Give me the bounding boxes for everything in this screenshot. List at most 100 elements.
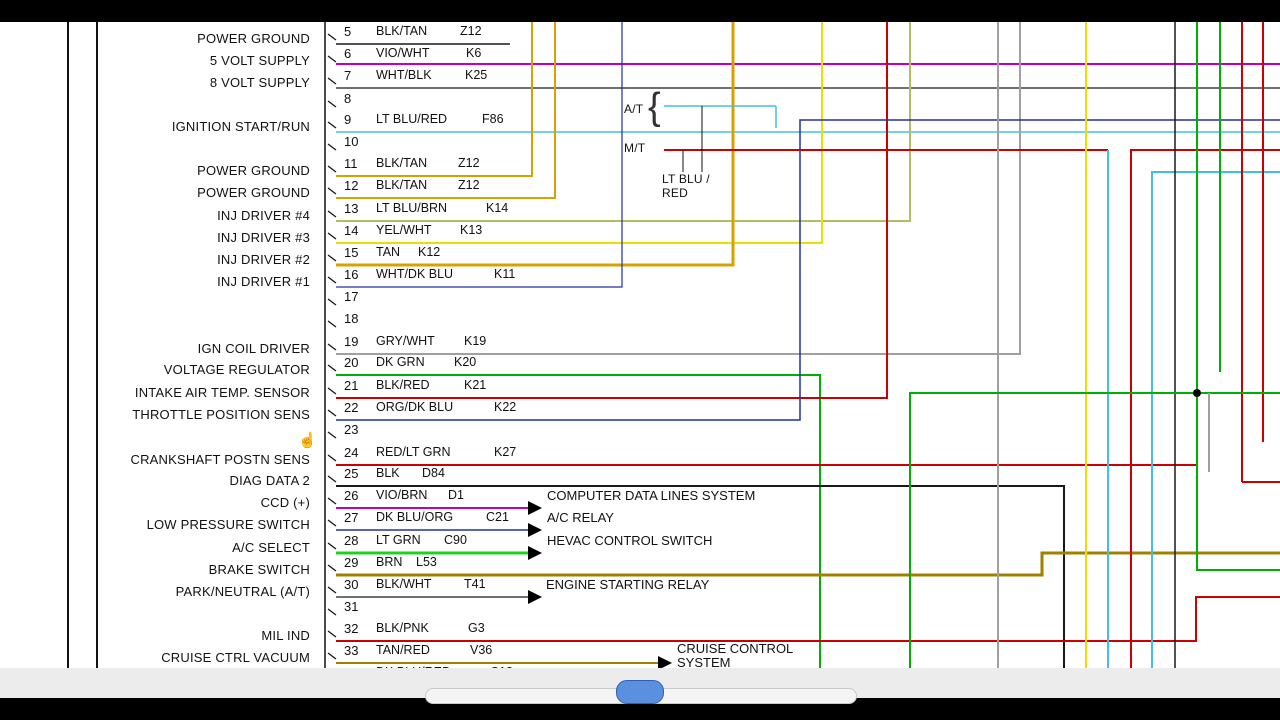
pin-bracket (327, 652, 337, 660)
pin-bracket (327, 409, 337, 417)
pin-number: 28 (344, 533, 359, 548)
circuit-code-label: K21 (464, 378, 487, 392)
pin-bracket (327, 100, 337, 108)
wire-13 (336, 22, 911, 222)
function-label: PARK/NEUTRAL (A/T) (175, 584, 310, 599)
wire-color-label: LT BLU/BRN (376, 201, 448, 215)
function-label: 5 VOLT SUPPLY (209, 53, 310, 68)
wire-16 (336, 22, 623, 288)
pin-bracket (327, 542, 337, 550)
pin-bracket (327, 187, 337, 195)
circuit-code-label: K14 (486, 201, 509, 215)
hand-cursor-icon: ☝ (298, 432, 317, 449)
pin-number: 20 (344, 355, 359, 370)
circuit-code-label: K27 (494, 445, 517, 459)
wire-color-label: TAN/RED (376, 643, 430, 657)
wire-color-label: RED/LT GRN (376, 445, 451, 459)
function-label: IGNITION START/RUN (171, 119, 310, 134)
function-label: POWER GROUND (197, 31, 310, 46)
arrow-icon (528, 501, 542, 515)
wire-21 (336, 22, 888, 399)
pin-bracket (327, 431, 337, 439)
wire-color-label: ORG/DK BLU (376, 400, 454, 414)
circuit-code-label: T41 (464, 577, 486, 591)
destination-label: CRUISE CONTROL (677, 641, 794, 656)
pin-number: 9 (344, 112, 352, 127)
pin-bracket (327, 55, 337, 63)
function-label: CCD (+) (260, 495, 310, 510)
function-label: POWER GROUND (197, 163, 310, 178)
pin-number: 12 (344, 178, 359, 193)
pin-number: 27 (344, 510, 359, 525)
circuit-code-label: L53 (416, 555, 437, 569)
pin-number: 22 (344, 400, 359, 415)
arrow-icon (528, 590, 542, 604)
pin-bracket (327, 254, 337, 262)
wire-22 (336, 119, 1280, 421)
destination-label: HEVAC CONTROL SWITCH (547, 533, 713, 548)
ltblu-red-label-2: RED (662, 186, 688, 200)
wire-color-label: YEL/WHT (376, 223, 432, 237)
wire-color-label: BLK/RED (376, 378, 430, 392)
splice-dot (1193, 389, 1201, 397)
pin-number: 5 (344, 24, 352, 39)
pin-number: 30 (344, 577, 359, 592)
wire-color-label: WHT/DK BLU (376, 267, 454, 281)
wire-color-label: LT BLU/RED (376, 112, 448, 126)
wire-14 (336, 22, 823, 244)
circuit-code-label: D84 (422, 466, 445, 480)
pin-number: 18 (344, 311, 359, 326)
pin-number: 14 (344, 223, 359, 238)
pin-number: 8 (344, 91, 352, 106)
wire-color-label: LT GRN (376, 533, 421, 547)
wire-color-label: BLK/WHT (376, 577, 432, 591)
circuit-code-label: C21 (486, 510, 509, 524)
wire-12 (336, 22, 556, 199)
pin-number: 21 (344, 378, 359, 393)
seek-knob[interactable] (616, 680, 664, 704)
wire-color-label: GRY/WHT (376, 334, 435, 348)
pin-number: 19 (344, 334, 359, 349)
function-label: INJ DRIVER #4 (217, 208, 310, 223)
wire-32 (336, 596, 1280, 642)
pin-bracket (327, 165, 337, 173)
destination-label: SYSTEM (677, 655, 731, 670)
function-label: INTAKE AIR TEMP. SENSOR (134, 385, 310, 400)
pin-number: 25 (344, 466, 359, 481)
pin-number: 31 (344, 599, 359, 614)
function-label: CRANKSHAFT POSTN SENS (130, 452, 310, 467)
vertical-wires-group (909, 22, 1280, 698)
brace-icon: { (648, 86, 661, 128)
vertical-green-3 (1196, 393, 1280, 571)
pin-bracket (327, 210, 337, 218)
function-label: BRAKE SWITCH (208, 562, 310, 577)
circuit-code-label: K13 (460, 223, 483, 237)
at-label: A/T (624, 102, 644, 116)
vertical-red-1 (1130, 149, 1280, 698)
function-label: VOLTAGE REGULATOR (163, 362, 310, 377)
mt-label: M/T (624, 141, 646, 155)
pin-number: 10 (344, 134, 359, 149)
function-label: IGN COIL DRIVER (197, 341, 310, 356)
wire-color-label: BLK/TAN (376, 156, 428, 170)
function-label: INJ DRIVER #1 (217, 274, 310, 289)
pin-number: 26 (344, 488, 359, 503)
function-label: LOW PRESSURE SWITCH (146, 517, 310, 532)
pin-number: 6 (344, 46, 352, 61)
wire-color-label: BLK/PNK (376, 621, 429, 635)
circuit-code-label: K22 (494, 400, 517, 414)
pin-bracket (327, 608, 337, 616)
pin-bracket (327, 497, 337, 505)
circuit-code-label: C90 (444, 533, 467, 547)
pin-bracket (327, 77, 337, 85)
arrow-icon (528, 523, 542, 537)
pin-number: 24 (344, 445, 359, 460)
pin-bracket (327, 454, 337, 462)
wires-group (327, 22, 1280, 698)
pin-number: 13 (344, 201, 359, 216)
pin-bracket (327, 630, 337, 638)
wire-25 (336, 485, 1065, 698)
circuit-code-label: Z12 (460, 24, 482, 38)
circuit-code-label: F86 (482, 112, 504, 126)
